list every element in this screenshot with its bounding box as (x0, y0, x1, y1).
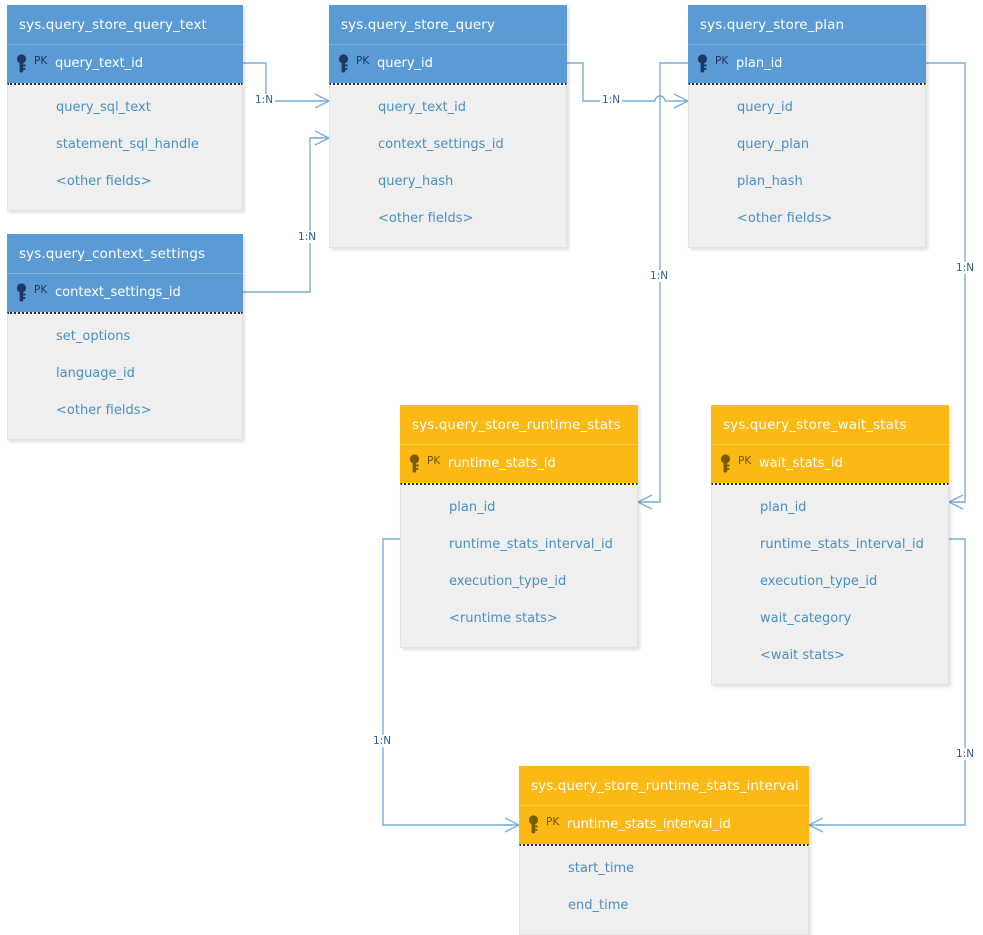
field-row: end_time (568, 898, 629, 913)
entity-title: sys.query_store_plan (688, 5, 926, 45)
pk-label: PK (738, 455, 752, 467)
pk-field-name: plan_id (736, 56, 783, 71)
connector-query-to-plan (567, 62, 689, 109)
cardinality-label-context-query: 1:N (296, 231, 319, 243)
field-row: query_hash (378, 174, 454, 189)
entity-query-store-query[interactable]: sys.query_store_query PK query_id query_… (329, 5, 567, 248)
field-row: <other fields> (56, 403, 152, 418)
cardinality-label-text-query: 1:N (253, 94, 276, 106)
entity-query-store-plan[interactable]: sys.query_store_plan PK plan_id query_id… (688, 5, 926, 248)
field-row: <other fields> (56, 174, 152, 189)
entity-title: sys.query_store_runtime_stats_interval (519, 766, 809, 806)
cardinality-label-plan-wait: 1:N (954, 262, 977, 274)
field-row: context_settings_id (378, 137, 504, 152)
entity-title: sys.query_store_wait_stats (711, 405, 949, 445)
entity-title: sys.query_store_runtime_stats (400, 405, 638, 445)
entity-primary-key-row[interactable]: PK query_id (329, 45, 567, 83)
key-icon: PK (338, 54, 376, 74)
field-row: <other fields> (378, 211, 474, 226)
field-row: plan_id (760, 500, 807, 515)
key-icon: PK (528, 815, 566, 835)
field-row: runtime_stats_interval_id (449, 537, 613, 552)
field-row: runtime_stats_interval_id (760, 537, 924, 552)
entity-primary-key-row[interactable]: PK context_settings_id (7, 274, 243, 312)
pk-label: PK (715, 55, 729, 67)
field-row: start_time (568, 861, 635, 876)
key-icon: PK (16, 283, 54, 303)
pk-label: PK (427, 455, 441, 467)
field-row: query_plan (737, 137, 810, 152)
field-row: plan_id (449, 500, 496, 515)
key-icon: PK (16, 54, 54, 74)
entity-title: sys.query_store_query_text (7, 5, 243, 45)
cardinality-label-query-plan: 1:N (600, 94, 623, 106)
field-row: wait_category (760, 611, 852, 626)
pk-label: PK (34, 284, 48, 296)
key-icon: PK (697, 54, 735, 74)
entity-query-context-settings[interactable]: sys.query_context_settings PK context_se… (7, 234, 243, 440)
pk-field-name: query_id (377, 56, 433, 71)
field-row: execution_type_id (760, 574, 878, 589)
entity-fields: set_options language_id <other fields> (7, 312, 243, 440)
entity-primary-key-row[interactable]: PK wait_stats_id (711, 445, 949, 483)
field-row: query_id (737, 100, 793, 115)
field-row: plan_hash (737, 174, 803, 189)
entity-title: sys.query_context_settings (7, 234, 243, 274)
entity-fields: query_sql_text statement_sql_handle <oth… (7, 83, 243, 211)
cardinality-label-interval-runtime: 1:N (371, 735, 394, 747)
entity-primary-key-row[interactable]: PK runtime_stats_id (400, 445, 638, 483)
cardinality-label-plan-runtime: 1:N (648, 270, 671, 282)
field-row: execution_type_id (449, 574, 567, 589)
pk-field-name: runtime_stats_id (448, 456, 556, 471)
field-row: set_options (56, 329, 131, 344)
entity-fields: plan_id runtime_stats_interval_id execut… (711, 483, 949, 685)
field-row: <wait stats> (760, 648, 845, 663)
key-icon: PK (409, 454, 447, 474)
pk-field-name: context_settings_id (55, 285, 181, 300)
entity-query-store-wait-stats[interactable]: sys.query_store_wait_stats PK wait_stats… (711, 405, 949, 685)
entity-fields: query_id query_plan plan_hash <other fie… (688, 83, 926, 248)
entity-title: sys.query_store_query (329, 5, 567, 45)
pk-label: PK (356, 55, 370, 67)
connector-context-to-query (243, 130, 330, 293)
field-row: <runtime stats> (449, 611, 558, 626)
cardinality-label-interval-wait: 1:N (954, 748, 977, 760)
entity-query-store-runtime-stats-interval[interactable]: sys.query_store_runtime_stats_interval P… (519, 766, 809, 935)
pk-label: PK (34, 55, 48, 67)
entity-fields: plan_id runtime_stats_interval_id execut… (400, 483, 638, 648)
entity-primary-key-row[interactable]: PK runtime_stats_interval_id (519, 806, 809, 844)
pk-field-name: runtime_stats_interval_id (567, 817, 731, 832)
entity-query-store-runtime-stats[interactable]: sys.query_store_runtime_stats PK runtime… (400, 405, 638, 648)
key-icon: PK (720, 454, 758, 474)
field-row: <other fields> (737, 211, 833, 226)
pk-field-name: query_text_id (55, 56, 144, 71)
connector-plan-to-runtime-stats (637, 62, 688, 510)
entity-fields: start_time end_time (519, 844, 809, 935)
pk-field-name: wait_stats_id (759, 456, 843, 471)
entity-primary-key-row[interactable]: PK plan_id (688, 45, 926, 83)
field-row: language_id (56, 366, 135, 381)
entity-fields: query_text_id context_settings_id query_… (329, 83, 567, 248)
entity-query-store-query-text[interactable]: sys.query_store_query_text PK query_text… (7, 5, 243, 211)
field-row: query_sql_text (56, 100, 151, 115)
field-row: query_text_id (378, 100, 467, 115)
entity-primary-key-row[interactable]: PK query_text_id (7, 45, 243, 83)
field-row: statement_sql_handle (56, 137, 199, 152)
pk-label: PK (546, 816, 560, 828)
